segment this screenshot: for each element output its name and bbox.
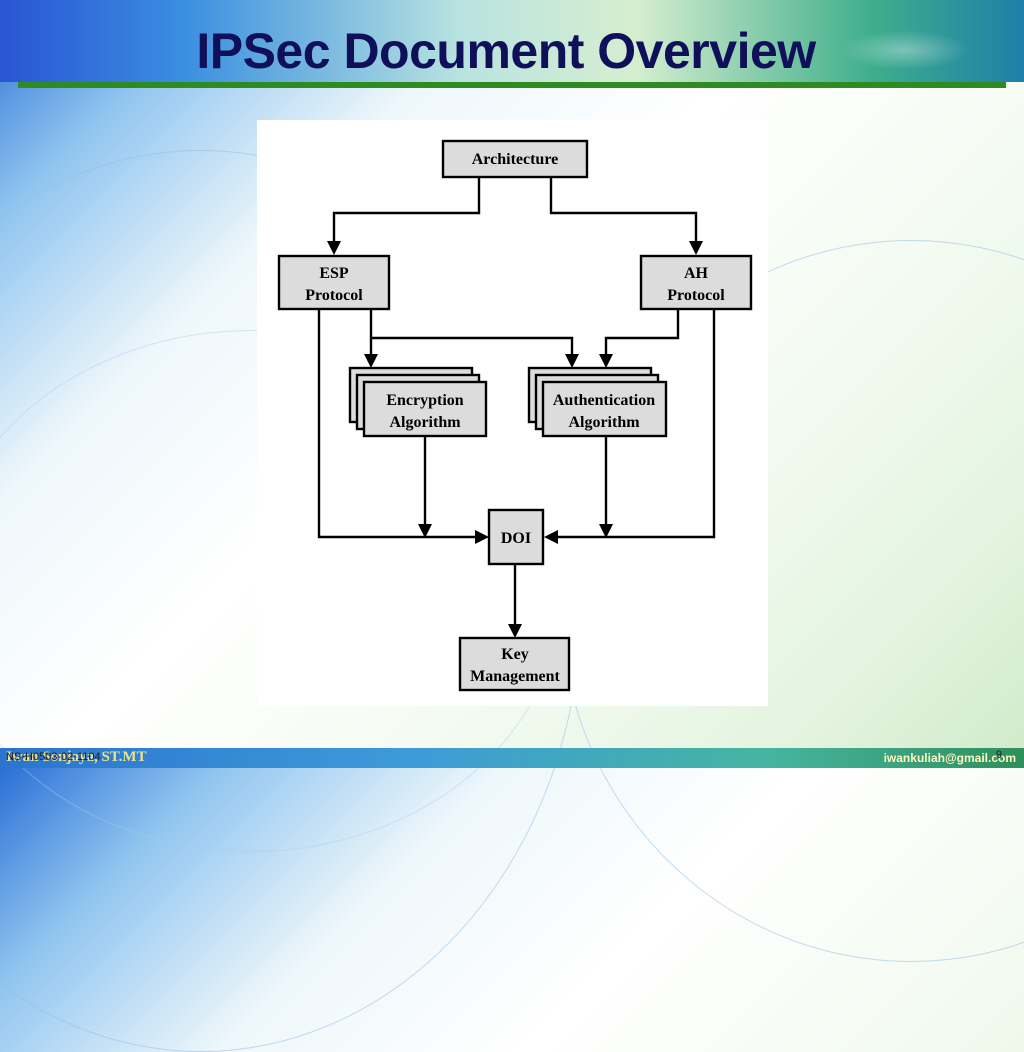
- arrowhead: [508, 624, 522, 638]
- footer-author: Iwan Sonjaya, ST.MT: [6, 749, 147, 765]
- footer-bar: Iwan Sonjaya, ST.MT NS-H0503-02-1104 iwa…: [0, 748, 1024, 768]
- title-underline: [18, 82, 1006, 88]
- node-encryption-label-line1: Encryption: [386, 392, 463, 409]
- arrowhead: [327, 241, 341, 255]
- node-keymgmt-label-line1: Key: [501, 646, 529, 663]
- node-authentication-label-line2: Algorithm: [568, 414, 640, 431]
- footer-course-code: NS-H0503-02-1104: [6, 751, 101, 763]
- edge-ah-doi: [556, 309, 716, 539]
- node-esp-label-line1: ESP: [319, 265, 349, 282]
- arrowhead: [475, 530, 489, 544]
- title-bar: [0, 0, 1024, 82]
- node-encryption-algorithm: Encryption Algorithm: [348, 366, 488, 438]
- node-doi-label: DOI: [501, 530, 531, 547]
- edge-esp-doi: [317, 309, 477, 539]
- node-architecture: Architecture: [441, 139, 589, 179]
- edge-ah-authentication: [604, 309, 680, 355]
- node-ah-protocol: AH Protocol: [639, 254, 753, 311]
- arrowhead: [544, 530, 558, 544]
- node-authentication-algorithm: Authentication Algorithm: [527, 366, 668, 438]
- node-keymgmt-label-line2: Management: [470, 668, 560, 685]
- edge-architecture-esp: [332, 177, 481, 242]
- footer-email: iwankuliah@gmail.com: [883, 751, 1016, 765]
- node-architecture-label: Architecture: [472, 151, 558, 168]
- footer-page-number: 9: [995, 749, 1002, 761]
- arrowhead: [565, 354, 579, 368]
- node-ah-label-line1: AH: [684, 265, 709, 282]
- slide-title: IPSec Document Overview: [196, 23, 816, 79]
- node-esp-protocol: ESP Protocol: [277, 254, 391, 311]
- edge-esp-authentication: [371, 336, 574, 355]
- node-encryption-label-line2: Algorithm: [389, 414, 461, 431]
- arrowhead: [418, 524, 432, 538]
- arrowhead: [599, 524, 613, 538]
- ipsec-diagram: Architecture ESP Protocol AH Protocol En…: [277, 139, 753, 692]
- node-esp-label-line2: Protocol: [305, 287, 363, 304]
- arrowhead: [599, 354, 613, 368]
- arrowhead: [364, 354, 378, 368]
- node-key-management: Key Management: [458, 636, 571, 692]
- node-authentication-label-line1: Authentication: [553, 392, 655, 409]
- node-ah-label-line2: Protocol: [667, 287, 725, 304]
- node-doi: DOI: [487, 508, 545, 566]
- edge-architecture-ah: [549, 177, 698, 242]
- diagram-panel: Architecture ESP Protocol AH Protocol En…: [257, 120, 768, 706]
- arrowhead: [689, 241, 703, 255]
